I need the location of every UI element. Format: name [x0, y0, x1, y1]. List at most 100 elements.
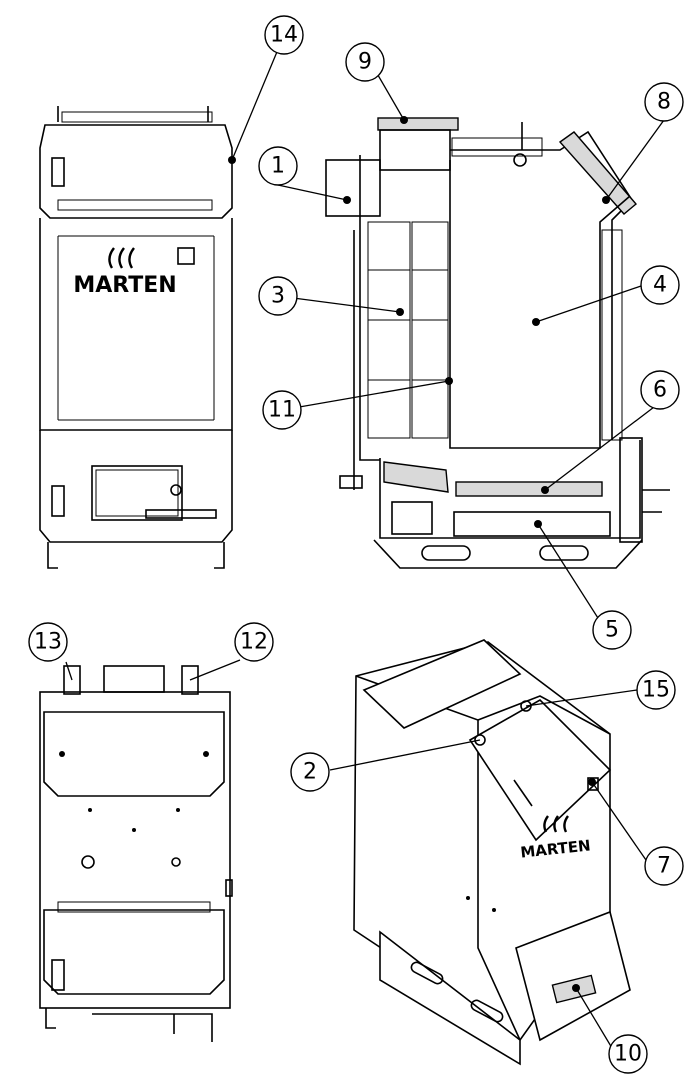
callout-1: 1	[258, 146, 298, 186]
top-door-strip	[57, 901, 211, 913]
svg-text:14: 14	[270, 23, 298, 48]
iso-port-15	[520, 700, 532, 712]
section-ash-chamber	[379, 440, 641, 539]
top-panel-upper	[43, 711, 225, 797]
section-back-wall	[359, 155, 380, 461]
iso-logo-flames	[543, 815, 569, 833]
callout-15: 15	[636, 670, 676, 710]
section-lower-door	[619, 437, 643, 543]
front-ash-door-inner	[95, 469, 179, 517]
front-view: MARTEN	[39, 106, 236, 569]
top-panel-lower	[43, 909, 225, 995]
section-firebox	[449, 160, 631, 449]
front-logo-text: MARTEN	[73, 273, 176, 298]
top-side-knob	[225, 879, 233, 897]
section-hx-left	[367, 221, 411, 439]
svg-text:13: 13	[34, 630, 62, 655]
section-hx-baffles	[368, 269, 448, 381]
top-port-right	[171, 857, 181, 867]
callout-4: 4	[640, 265, 680, 305]
front-body	[39, 218, 233, 431]
svg-text:6: 6	[653, 378, 667, 403]
section-ash-block	[391, 501, 433, 535]
front-upper-door-strip	[57, 199, 213, 211]
front-thermometer-window	[177, 247, 195, 265]
section-view	[325, 116, 670, 569]
iso-top-plate	[362, 639, 522, 729]
section-loading-door	[558, 131, 637, 215]
callout-6: 6	[640, 370, 680, 410]
front-upper-door	[39, 124, 233, 219]
callout-10: 10	[608, 1034, 648, 1074]
section-return-pipe	[339, 475, 363, 489]
front-logo-flames	[108, 247, 135, 269]
section-base	[373, 539, 643, 569]
section-flue-outlet	[325, 159, 381, 217]
callout-7: 7	[644, 846, 684, 886]
iso-top-ridge	[477, 695, 611, 735]
iso-lower-door	[515, 910, 631, 1042]
front-ash-door-knob	[170, 484, 182, 496]
callout-9: 9	[345, 42, 385, 82]
top-port-left	[81, 855, 95, 869]
section-grate-back	[383, 461, 449, 493]
iso-loading-handle	[513, 779, 533, 807]
svg-text:7: 7	[657, 854, 671, 879]
leader-lines	[65, 34, 665, 1049]
callout-2: 2	[290, 752, 330, 792]
section-ash-pan	[453, 511, 611, 537]
svg-text:2: 2	[303, 760, 317, 785]
section-grate	[455, 481, 603, 497]
front-body-inner	[58, 235, 214, 421]
top-handle	[51, 959, 65, 991]
top-body	[39, 691, 231, 1009]
top-flue	[103, 665, 165, 693]
front-lower-door	[39, 430, 233, 543]
front-top-bar	[61, 111, 213, 123]
svg-text:3: 3	[271, 284, 285, 309]
section-top-pipe	[451, 137, 543, 157]
svg-text:10: 10	[614, 1042, 642, 1067]
iso-loading-door	[468, 699, 612, 842]
top-view	[39, 665, 233, 1042]
front-legs	[47, 542, 225, 569]
callout-11: 11	[262, 390, 302, 430]
front-lower-handle	[51, 485, 65, 517]
front-ash-door	[91, 465, 183, 521]
isometric-view: MARTEN	[353, 639, 631, 1066]
front-upper-handle	[51, 157, 65, 187]
section-flue-collar	[379, 129, 451, 171]
svg-text:12: 12	[240, 630, 268, 655]
section-hx-right	[411, 221, 449, 439]
section-pipe-fitting	[513, 153, 527, 167]
callout-3: 3	[258, 276, 298, 316]
section-base-slot-right	[539, 545, 589, 561]
iso-base-skirt	[379, 930, 521, 1066]
iso-slot-right	[470, 999, 504, 1023]
iso-thermometer	[587, 777, 599, 791]
top-fitting-12	[181, 665, 199, 695]
callout-12: 12	[234, 622, 274, 662]
iso-slot-left	[410, 961, 444, 985]
section-flue-cap	[377, 117, 459, 131]
callout-13: 13	[28, 622, 68, 662]
callout-5: 5	[592, 610, 632, 650]
svg-text:9: 9	[358, 50, 372, 75]
iso-logo-text: MARTEN	[520, 836, 592, 861]
svg-text:11: 11	[268, 398, 296, 423]
section-base-slot-left	[421, 545, 471, 561]
svg-text:5: 5	[605, 618, 619, 643]
svg-text:1: 1	[271, 154, 285, 179]
front-ash-door-lever	[145, 509, 217, 519]
svg-text:8: 8	[657, 90, 671, 115]
top-base	[45, 1008, 213, 1042]
callout-8: 8	[644, 82, 684, 122]
callout-14: 14	[264, 15, 304, 55]
svg-text:15: 15	[642, 678, 670, 703]
section-front-insulation	[601, 229, 623, 441]
top-fitting-13	[63, 665, 81, 695]
iso-port-2	[474, 734, 486, 746]
svg-text:4: 4	[653, 273, 667, 298]
